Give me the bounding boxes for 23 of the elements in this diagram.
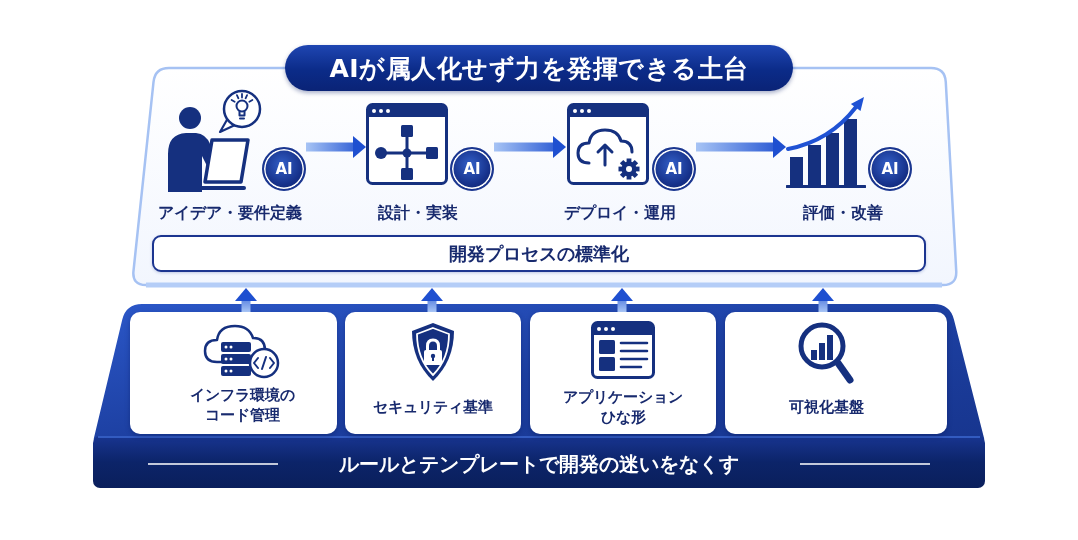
banner-label: 開発プロセスの標準化 [449, 242, 629, 265]
card [530, 312, 716, 434]
heading-banner: AIが属人化せず力を発揮できる土台 [285, 45, 793, 91]
card-label: 可視化基盤 [788, 398, 864, 418]
step-label: デプロイ・運用 [564, 203, 676, 223]
arrow [812, 288, 834, 312]
card-label: インフラ環境のコード管理 [188, 385, 296, 425]
step-label: 評価・改善 [803, 203, 883, 223]
arrow [696, 136, 786, 158]
arrow [306, 136, 366, 158]
platform-caption: ルールとテンプレートで開発の迷いをなくす [339, 452, 739, 476]
step-label: 設計・実装 [378, 203, 458, 223]
card-label: アプリケーションひな形 [562, 387, 684, 427]
step-label: アイデア・要件定義 [158, 203, 302, 223]
arrow [494, 136, 566, 158]
card-label: セキュリティ基準 [373, 398, 493, 418]
arrow [611, 288, 633, 312]
process-banner [152, 235, 926, 272]
card [725, 312, 947, 434]
card [345, 312, 521, 434]
arrow [421, 288, 443, 312]
arrow [235, 288, 257, 312]
card [130, 312, 337, 434]
